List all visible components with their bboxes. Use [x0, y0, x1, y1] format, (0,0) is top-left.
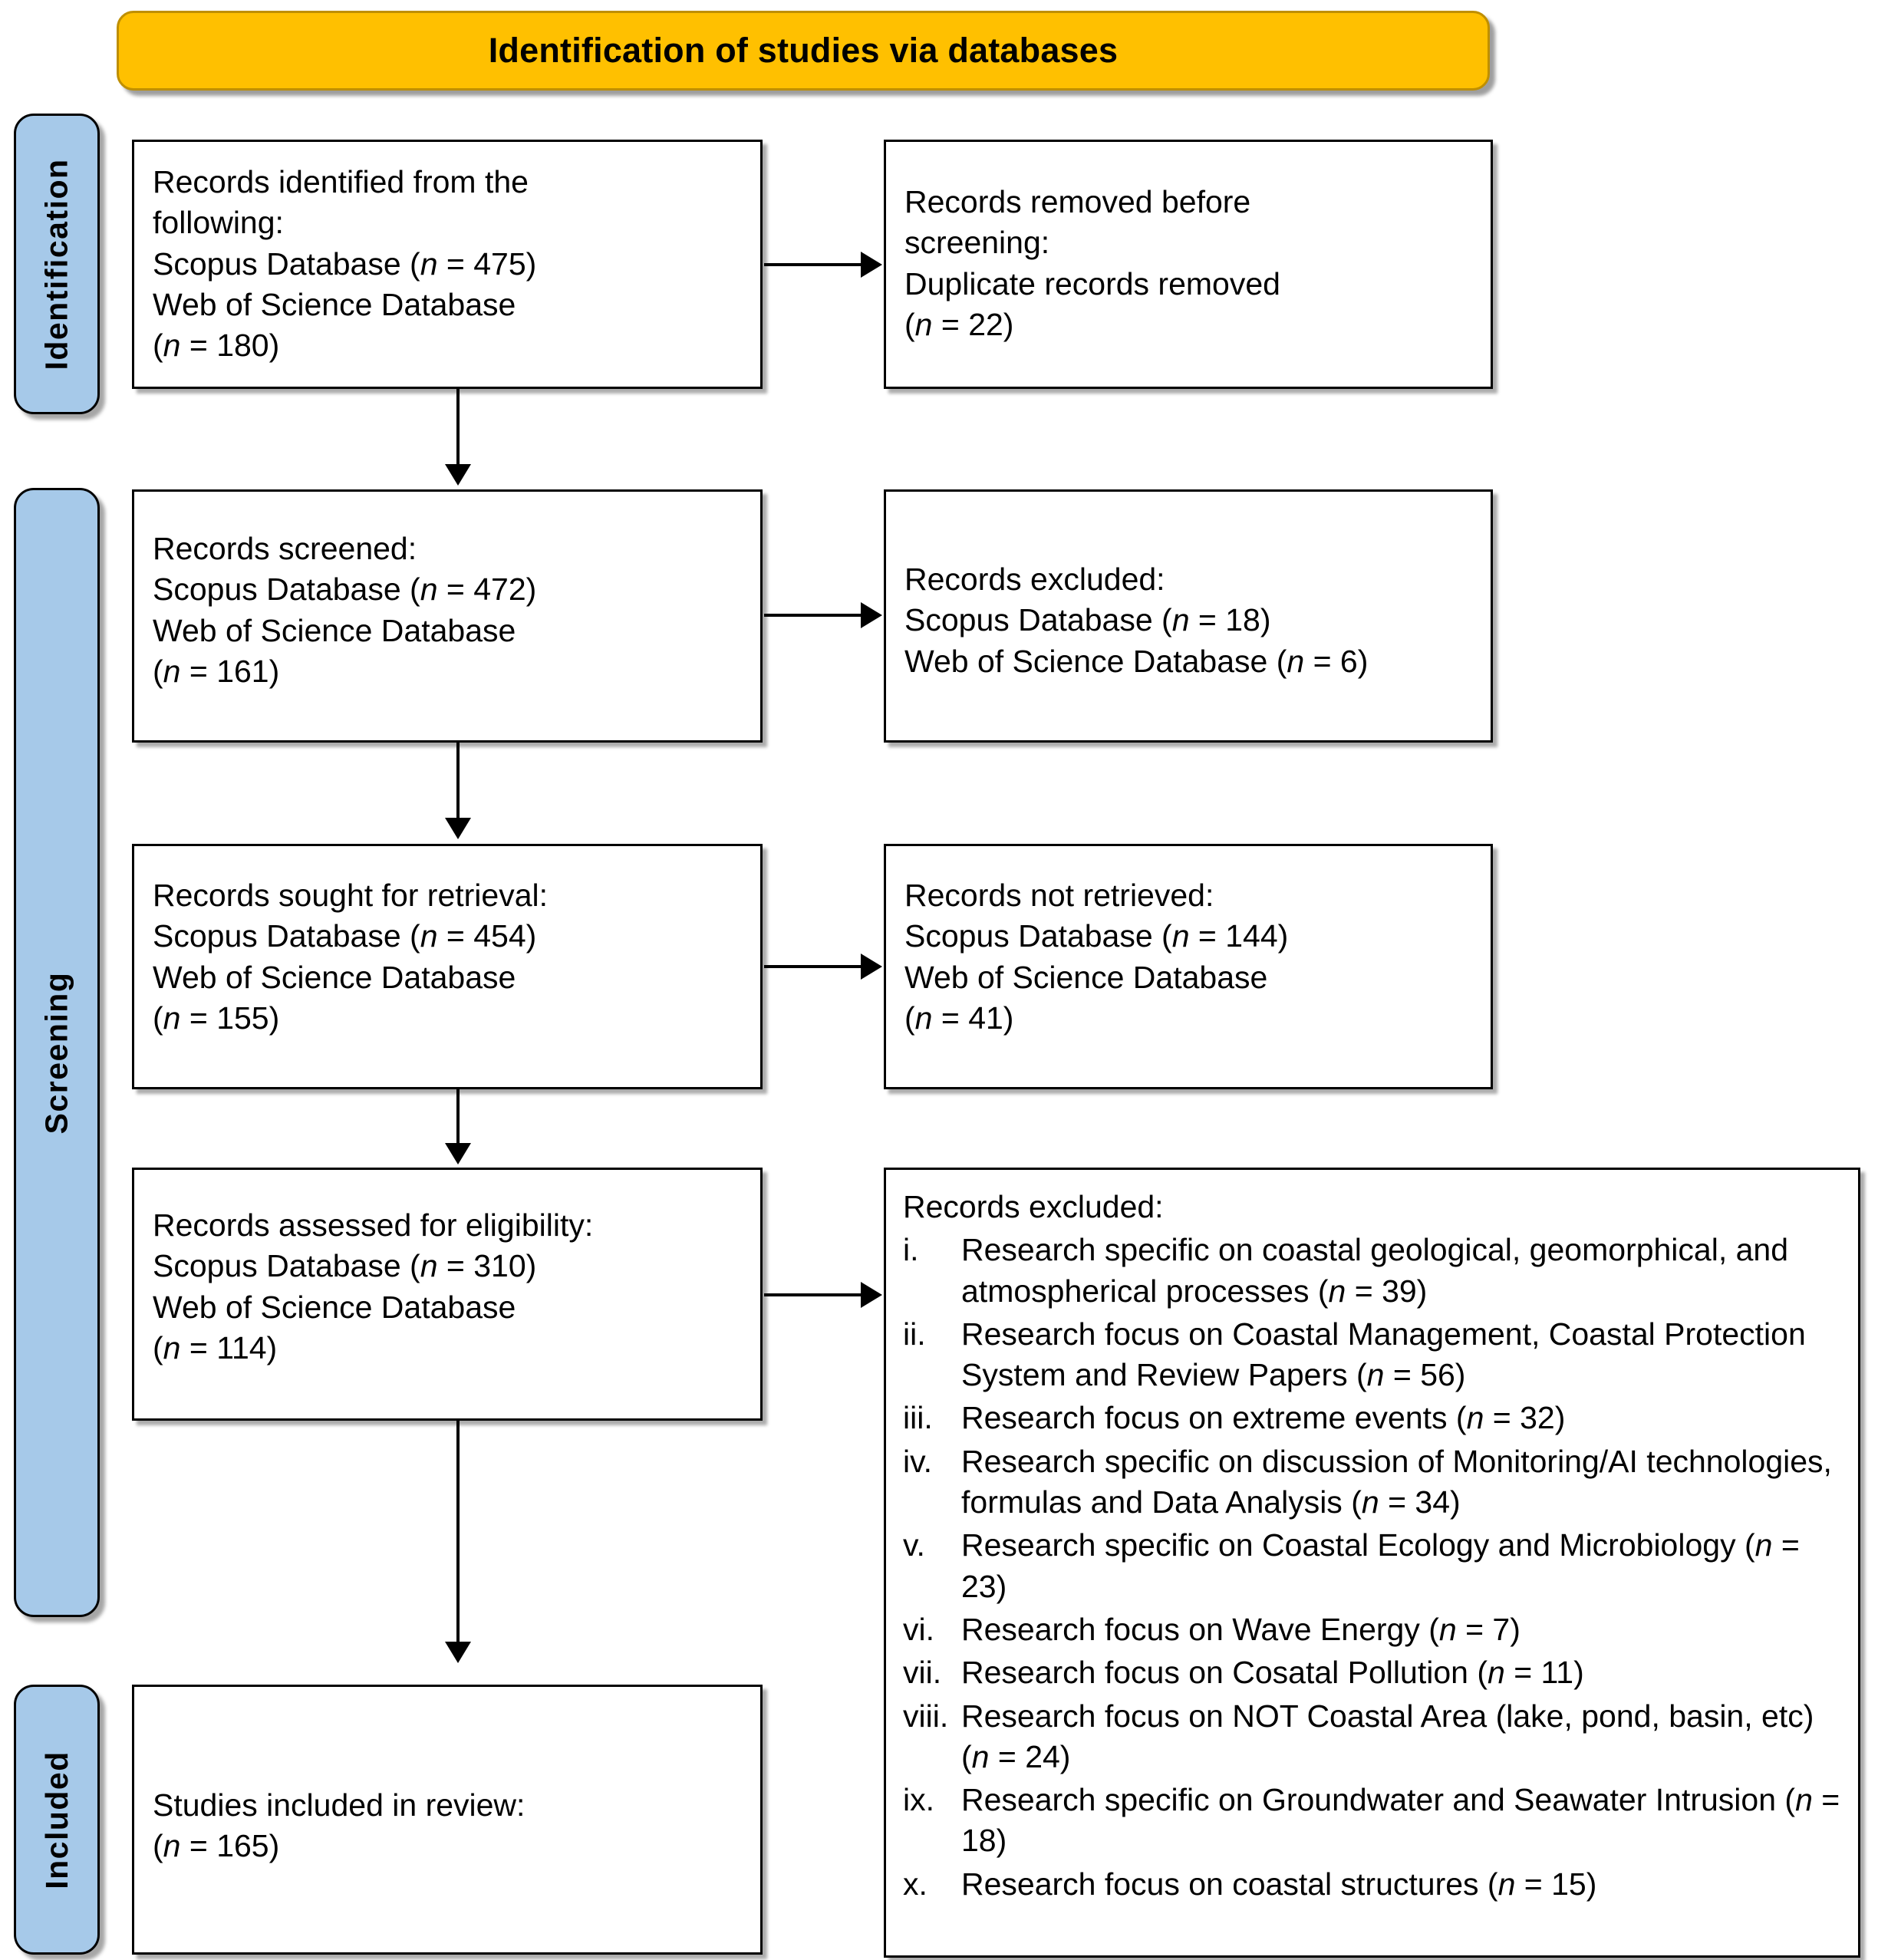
box-line: (n = 114) [153, 1329, 278, 1365]
arrow-head-right [861, 1282, 882, 1308]
connector-screened-to-excluded [764, 614, 862, 617]
box-line: (n = 165) [153, 1828, 280, 1864]
exclusion-item-number: v. [903, 1527, 925, 1563]
box-line: Records excluded: [904, 562, 1165, 597]
arrow-head-down [445, 464, 471, 486]
box-records-screened: Records screened: Scopus Database (n = 4… [132, 489, 763, 743]
arrow-head-right [861, 954, 882, 980]
exclusion-item-text: Research specific on coastal geological,… [961, 1232, 1789, 1309]
connector-identified-to-screened [456, 389, 460, 466]
connector-eligibility-to-included [456, 1421, 460, 1643]
arrow-head-down [445, 1642, 471, 1663]
exclusion-item-number: ii. [903, 1316, 926, 1352]
phase-label-identification-text: Identification [38, 157, 74, 371]
exclusion-list-item: x. Research focus on coastal structures … [903, 1864, 1844, 1905]
arrow-head-down [445, 818, 471, 839]
exclusion-item-number: i. [903, 1232, 919, 1268]
exclusion-item-number: iii. [903, 1400, 933, 1436]
box-line: screening: [904, 225, 1050, 261]
connector-screened-to-sought [456, 743, 460, 819]
diagram-title-banner: Identification of studies via databases [117, 11, 1490, 91]
box-line: Records screened: [153, 531, 417, 566]
exclusion-list-heading: Records excluded: [903, 1189, 1164, 1224]
diagram-title: Identification of studies via databases [488, 31, 1119, 70]
phase-label-included-text: Included [38, 1750, 74, 1889]
exclusion-item-text: Research specific on Groundwater and Sea… [961, 1782, 1840, 1859]
exclusion-item-text: Research focus on Coastal Management, Co… [961, 1316, 1806, 1393]
box-line: Web of Science Database [153, 1289, 516, 1325]
box-line: (n = 155) [153, 1000, 280, 1036]
box-records-removed-before-screening: Records removed before screening: Duplic… [884, 140, 1493, 389]
box-line: Scopus Database (n = 144) [904, 918, 1289, 954]
exclusion-item-number: ix. [903, 1782, 934, 1818]
arrow-head-right [861, 252, 882, 278]
box-line: Scopus Database (n = 454) [153, 918, 537, 954]
phase-label-identification: Identification [14, 114, 100, 414]
phase-label-screening-text: Screening [38, 971, 74, 1134]
exclusion-list-item: ix. Research specific on Groundwater and… [903, 1780, 1844, 1862]
connector-sought-to-eligibility [456, 1089, 460, 1145]
box-line: (n = 180) [153, 328, 280, 364]
box-line: Scopus Database (n = 18) [904, 602, 1271, 638]
box-line: Records identified from the [153, 164, 529, 199]
box-line: (n = 41) [904, 1000, 1014, 1036]
exclusion-item-number: vi. [903, 1611, 934, 1647]
box-line: Web of Science Database [153, 612, 516, 648]
box-line: Web of Science Database [153, 959, 516, 995]
box-records-identified: Records identified from the following: S… [132, 140, 763, 389]
exclusion-item-text: Research focus on extreme events (n = 32… [961, 1400, 1566, 1436]
box-records-assessed-for-eligibility: Records assessed for eligibility: Scopus… [132, 1168, 763, 1421]
box-records-excluded-screening: Records excluded: Scopus Database (n = 1… [884, 489, 1493, 743]
connector-sought-to-notretrieved [764, 965, 862, 968]
phase-label-screening: Screening [14, 488, 100, 1617]
exclusion-list-item: v. Research specific on Coastal Ecology … [903, 1525, 1844, 1607]
exclusion-item-number: x. [903, 1866, 927, 1902]
arrow-head-down [445, 1143, 471, 1164]
box-line: following: [153, 205, 284, 241]
box-line: Scopus Database (n = 472) [153, 572, 537, 608]
box-line: (n = 22) [904, 306, 1014, 342]
box-line: Web of Science Database [904, 959, 1268, 995]
box-line: Web of Science Database [153, 286, 516, 322]
exclusion-list-item: vii. Research focus on Cosatal Pollution… [903, 1652, 1844, 1693]
box-line: Scopus Database (n = 310) [153, 1248, 537, 1284]
exclusion-item-number: viii. [903, 1698, 949, 1734]
box-records-sought-for-retrieval: Records sought for retrieval: Scopus Dat… [132, 844, 763, 1089]
exclusion-list-item: iii. Research focus on extreme events (n… [903, 1398, 1844, 1438]
box-line: Records removed before [904, 184, 1251, 219]
box-line: (n = 161) [153, 653, 280, 689]
exclusion-list-item: viii. Research focus on NOT Coastal Area… [903, 1696, 1844, 1778]
box-line: Records not retrieved: [904, 878, 1214, 913]
box-line: Web of Science Database (n = 6) [904, 643, 1369, 679]
exclusion-item-text: Research focus on Cosatal Pollution (n =… [961, 1655, 1584, 1691]
box-records-not-retrieved: Records not retrieved: Scopus Database (… [884, 844, 1493, 1089]
connector-eligibility-to-excluded [764, 1293, 862, 1296]
exclusion-item-text: Research specific on discussion of Monit… [961, 1443, 1832, 1520]
box-line: Duplicate records removed [904, 265, 1280, 301]
box-line: Records assessed for eligibility: [153, 1207, 594, 1243]
box-studies-included-in-review: Studies included in review: (n = 165) [132, 1685, 763, 1955]
exclusion-list-item: iv. Research specific on discussion of M… [903, 1441, 1844, 1524]
exclusion-item-number: iv. [903, 1443, 932, 1479]
exclusion-item-text: Research focus on Wave Energy (n = 7) [961, 1611, 1521, 1647]
box-records-excluded-eligibility: Records excluded: i. Research specific o… [884, 1168, 1860, 1958]
box-line: Studies included in review: [153, 1787, 526, 1823]
exclusion-item-text: Research focus on coastal structures (n … [961, 1866, 1597, 1902]
box-line: Scopus Database (n = 475) [153, 245, 537, 282]
exclusion-item-text: Research specific on Coastal Ecology and… [961, 1527, 1800, 1604]
exclusion-item-number: vii. [903, 1655, 942, 1691]
connector-identified-to-removed [764, 263, 862, 266]
exclusion-list-item: ii. Research focus on Coastal Management… [903, 1314, 1844, 1396]
exclusion-item-text: Research focus on NOT Coastal Area (lake… [961, 1698, 1814, 1774]
arrow-head-right [861, 602, 882, 628]
exclusion-list-item: vi. Research focus on Wave Energy (n = 7… [903, 1609, 1844, 1650]
phase-label-included: Included [14, 1685, 100, 1955]
box-line: Records sought for retrieval: [153, 878, 549, 913]
exclusion-list-item: i. Research specific on coastal geologic… [903, 1230, 1844, 1312]
